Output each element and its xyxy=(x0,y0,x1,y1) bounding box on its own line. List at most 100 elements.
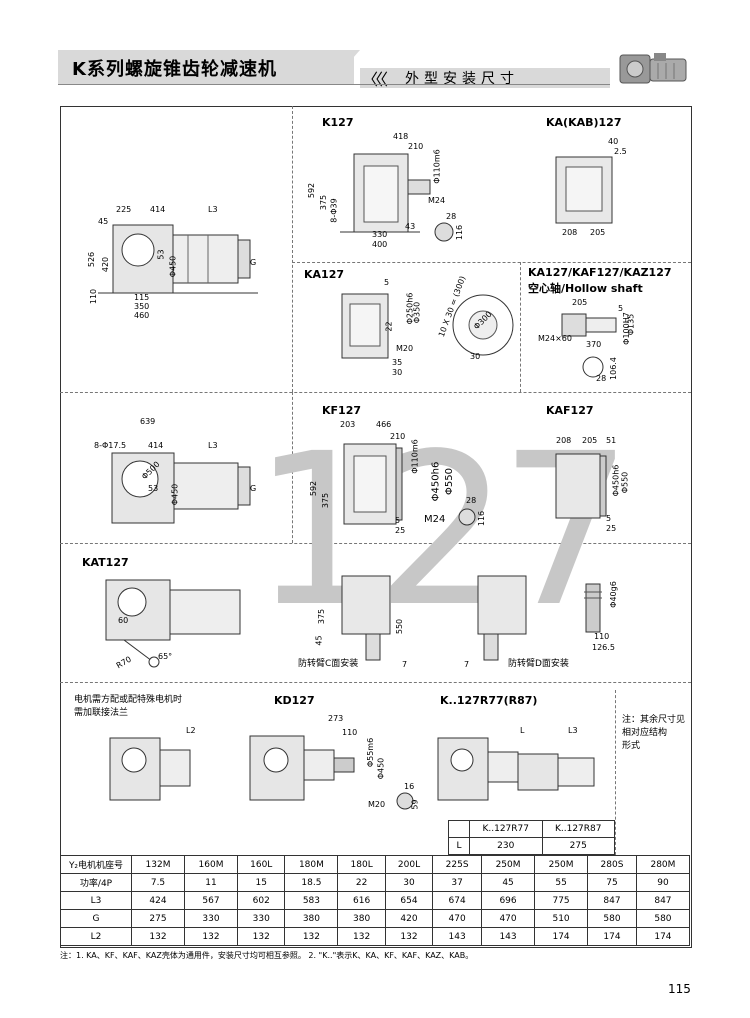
table-cell: 602 xyxy=(237,891,286,910)
kd127-key-drawing xyxy=(396,792,414,810)
k127-key-drawing xyxy=(434,222,454,242)
motor-spec-table: Y₂电机机座号 132M 160M 160L 180M 180L 200L 22… xyxy=(60,855,691,946)
dim-ka-22: 22 xyxy=(384,321,394,332)
dim-main-115: 115 xyxy=(134,293,150,302)
table-cell: 132 xyxy=(237,927,286,946)
dim-torque-d-7: 7 xyxy=(464,660,470,669)
torque-arm-c-drawing xyxy=(341,575,391,661)
k127-drawing xyxy=(340,153,431,233)
table-cell: 580 xyxy=(635,909,691,928)
kat127-drawing xyxy=(105,579,241,668)
dim-kf127-phi110: Φ110m6 xyxy=(410,439,420,474)
table-cell xyxy=(448,820,470,838)
table-header-cell: 250M xyxy=(481,855,536,874)
table-header-cell: 180M xyxy=(284,855,339,874)
table-cell: 230 xyxy=(469,837,543,855)
kaf127-drawing xyxy=(555,453,607,519)
table-header-cell: K..127R77 xyxy=(469,820,543,838)
dim-k127-330: 330 xyxy=(372,230,388,239)
dim-main-420: 420 xyxy=(101,256,111,273)
view-label-k127: K127 xyxy=(322,116,354,129)
dim-kab-2.5: 2.5 xyxy=(614,147,627,156)
drawing-frame xyxy=(60,106,692,948)
table-cell: 654 xyxy=(384,891,434,910)
dim-kf127-466: 466 xyxy=(376,420,392,429)
kr77-drawing xyxy=(437,737,595,801)
table-cell: 696 xyxy=(481,891,536,910)
view-label-kd127: KD127 xyxy=(274,694,315,707)
motor-flange-note: 电机需方配或配特殊电机时 需加联接法兰 xyxy=(74,695,183,718)
table-cell: 174 xyxy=(635,927,691,946)
dim-kaf-205: 205 xyxy=(582,436,598,445)
dim-kd-phi55: Φ55m6 xyxy=(366,737,376,768)
view-label-kf127: KF127 xyxy=(322,404,361,417)
dim-k127-m24: M24 xyxy=(428,196,446,205)
table-header-cell: 250M xyxy=(534,855,589,874)
dim-kd-16: 16 xyxy=(404,782,415,791)
table-cell: 22 xyxy=(337,873,386,892)
view-label-hollow-sub: 空心轴/Hollow shaft xyxy=(528,282,643,295)
r77-r87-table: K..127R77 K..127R87 L 230 275 xyxy=(448,820,615,855)
dim-k127-key-116: 116 xyxy=(455,224,465,241)
dim-kaf-5: 5 xyxy=(606,514,612,523)
torque-arm-c-label: 防转臂C面安装 xyxy=(298,659,359,669)
dim-ka-5: 5 xyxy=(384,278,390,287)
dim-k127-key-28: 28 xyxy=(446,212,457,221)
table-cell: 420 xyxy=(384,909,434,928)
table-cell: 583 xyxy=(284,891,339,910)
table-cell: 174 xyxy=(534,927,589,946)
dim-kaf-phi450: Φ450h6 xyxy=(611,464,621,497)
dim-kf127-25: 25 xyxy=(395,526,406,535)
dim-hollow-106: 106.4 xyxy=(608,357,618,380)
dim-kf-414: 414 xyxy=(148,441,164,450)
divider-h-ka xyxy=(292,262,691,263)
divider-row3 xyxy=(60,682,691,683)
dim-kat-65deg: 65° xyxy=(158,652,173,661)
view-label-ka-kab127: KA(KAB)127 xyxy=(546,116,622,129)
table-cell: 847 xyxy=(635,891,691,910)
table-header-cell: K..127R87 xyxy=(541,820,615,838)
dim-kaf-25: 25 xyxy=(606,524,617,533)
dim-hollow-28: 28 xyxy=(596,374,607,383)
table-row-label: L2 xyxy=(60,927,132,946)
dim-kf127-375: 375 xyxy=(321,492,331,509)
dim-shaft-phi40: Φ40g6 xyxy=(608,581,618,608)
table-header-cell: 160M xyxy=(184,855,239,874)
kf127-drawing xyxy=(343,443,403,525)
table-row: 功率/4P 7.5 11 15 18.5 22 30 37 45 55 75 9… xyxy=(60,873,691,892)
table-row-label: L3 xyxy=(60,891,132,910)
dim-main-g: G xyxy=(250,258,257,267)
dim-torque-c-375: 375 xyxy=(317,608,327,625)
dim-kf-8phi17: 8-Φ17.5 xyxy=(94,441,127,450)
table-cell: 30 xyxy=(384,873,434,892)
dim-kab-40: 40 xyxy=(608,137,619,146)
dim-shaft-126: 126.5 xyxy=(592,643,615,652)
dim-kaf-phi550: Φ550 xyxy=(620,471,630,494)
view-label-kr77: K..127R77(R87) xyxy=(440,694,538,707)
divider-row1 xyxy=(60,392,691,393)
dim-hollow-205: 205 xyxy=(572,298,588,307)
table-row: L2 132 132 132 132 132 132 143 143 174 1… xyxy=(60,927,691,946)
table-cell: 674 xyxy=(432,891,483,910)
dim-kd-phi450: Φ450 xyxy=(376,757,386,780)
dim-k127-phi110: Φ110m6 xyxy=(432,149,442,184)
table-cell: 330 xyxy=(237,909,286,928)
table-row: L 230 275 xyxy=(448,837,615,855)
view-label-kat127: KAT127 xyxy=(82,556,129,569)
table-row-label: 功率/4P xyxy=(60,873,132,892)
table-header-cell: 280S xyxy=(587,855,637,874)
dim-main-225: 225 xyxy=(116,205,132,214)
dim-main-phi450: Φ450 xyxy=(168,255,178,278)
kf-main-drawing xyxy=(111,452,251,524)
dim-kr-l: L xyxy=(520,726,525,735)
side-note: 注：其余尺寸见 相对应结构 形式 xyxy=(622,715,686,751)
page-title: K系列螺旋锥齿轮减速机 xyxy=(72,59,277,80)
dim-torque-c-550: 550 xyxy=(395,618,405,635)
dim-hollow-m24x60: M24×60 xyxy=(538,334,572,343)
table-header-cell: 225S xyxy=(432,855,483,874)
divider-v1 xyxy=(292,106,293,392)
table-cell: 37 xyxy=(432,873,483,892)
table-cell: 275 xyxy=(130,909,186,928)
subtitle-band xyxy=(360,68,610,88)
table-cell: 75 xyxy=(587,873,637,892)
